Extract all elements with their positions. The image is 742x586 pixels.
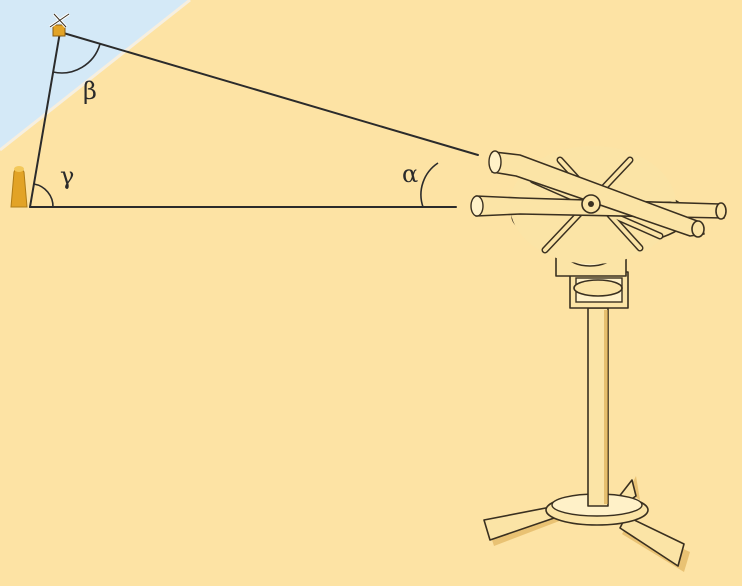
line-of-sight xyxy=(59,31,479,156)
theodolite-icon xyxy=(470,146,727,572)
survey-marker-icon xyxy=(10,166,28,208)
side-to-target xyxy=(29,31,61,208)
angle-label-alpha: α xyxy=(402,160,418,188)
angle-arc-alpha xyxy=(420,162,439,208)
angle-arc-beta xyxy=(52,43,101,74)
angle-arc-gamma xyxy=(33,183,54,208)
satellite-icon xyxy=(49,12,70,37)
sky-edge xyxy=(0,0,191,152)
angle-label-beta: β xyxy=(83,77,97,105)
angle-label-gamma: γ xyxy=(60,162,74,190)
